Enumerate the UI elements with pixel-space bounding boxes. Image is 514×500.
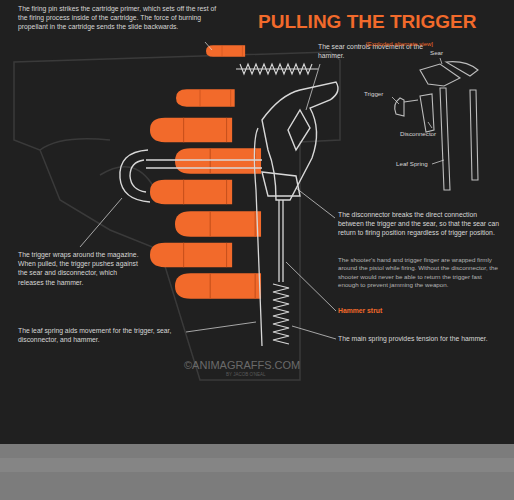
trigger: [120, 150, 262, 202]
callout-text: The disconnector breaks the direct conne…: [338, 210, 504, 238]
part-name: Hammer strut: [338, 306, 382, 315]
leader-line: [80, 42, 444, 339]
bottom-stripe: [0, 458, 514, 472]
part-name: Trigger: [364, 90, 383, 98]
exploded-view: [395, 62, 478, 190]
bottom-band: [0, 444, 514, 500]
callout-text: The trigger wraps around the magazine. W…: [18, 250, 142, 287]
hammer: [262, 82, 338, 200]
view-note: [Exploded alternate view]: [366, 40, 433, 48]
part-name: Sear: [430, 49, 443, 57]
callout-text: The firing pin strikes the cartridge pri…: [18, 4, 218, 32]
main-spring: [273, 284, 289, 344]
part-name: Leaf Spring: [396, 160, 428, 168]
leaf-spring: [254, 128, 262, 346]
watermark: ©ANIMAGRAFFS.COM: [184, 358, 300, 373]
pistol-outline: [14, 52, 340, 380]
callout-text: The main spring provides tension for the…: [338, 334, 504, 343]
part-name: Disconnector: [400, 130, 436, 138]
note-text: The shooter's hand and trigger finger ar…: [338, 256, 504, 289]
watermark: BY JACOB O'NEAL: [226, 372, 266, 378]
callout-text: The leaf spring aids movement for the tr…: [18, 326, 184, 344]
title: PULLING THE TRIGGER: [258, 9, 477, 35]
hammer-strut: [279, 200, 283, 282]
firing-pin-spring: [236, 64, 318, 74]
